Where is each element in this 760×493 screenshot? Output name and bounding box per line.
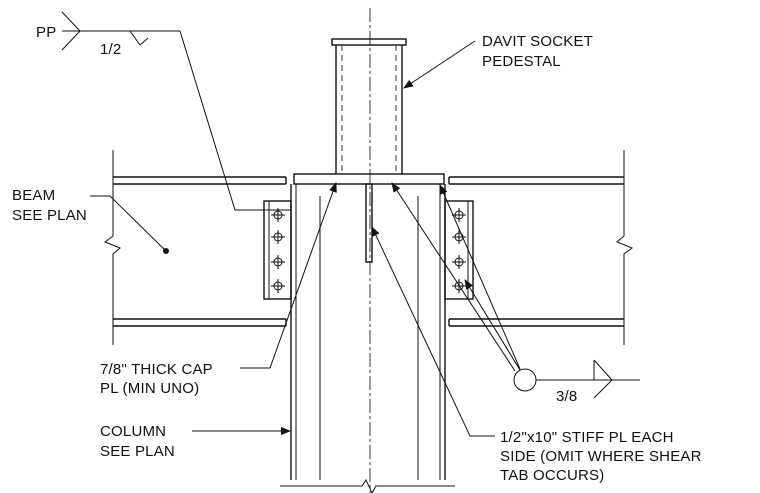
bolt-icon (271, 230, 285, 244)
cap-label-line2: PL (MIN UNO) (100, 380, 199, 397)
beam-leader (90, 195, 169, 254)
bolt-icon (271, 279, 285, 293)
column-label-line2: SEE PLAN (100, 443, 175, 460)
beam-left (103, 150, 287, 345)
davit-label-line2: PEDESTAL (482, 53, 561, 70)
column (280, 184, 455, 493)
cap-label-line1: 7/8" THICK CAP (100, 361, 213, 378)
bolt-icon (271, 255, 285, 269)
davit-label-line1: DAVIT SOCKET (482, 33, 593, 50)
stiffener-plate (365, 183, 373, 263)
bolt-icon (452, 255, 466, 269)
shear-tab-left (263, 200, 292, 300)
weld-size-right: 3/8 (556, 388, 577, 405)
stiffener-label-line3: TAB OCCURS) (500, 467, 604, 484)
weld-size-top: 1/2 (100, 41, 121, 58)
bolt-icon (452, 230, 466, 244)
fillet-weld-symbol-right (391, 182, 640, 399)
davit-socket-pedestal (331, 38, 407, 174)
beam-label-line2: SEE PLAN (12, 207, 87, 224)
beam-right (448, 150, 634, 345)
pp-label: PP (36, 24, 56, 41)
beam-label-line1: BEAM (12, 187, 55, 204)
cap-plate (293, 173, 445, 185)
column-label-line1: COLUMN (100, 423, 166, 440)
stiffener-label-line2: SIDE (OMIT WHERE SHEAR (500, 448, 702, 465)
cap-plate-leader (240, 182, 337, 369)
bolt-icon (452, 208, 466, 222)
stiffener-leader (371, 226, 495, 437)
davit-leader (403, 40, 476, 89)
bolt-group (271, 208, 466, 293)
stiffener-label-line1: 1/2"x10" STIFF PL EACH (500, 429, 674, 446)
pp-weld-leader (61, 11, 291, 211)
